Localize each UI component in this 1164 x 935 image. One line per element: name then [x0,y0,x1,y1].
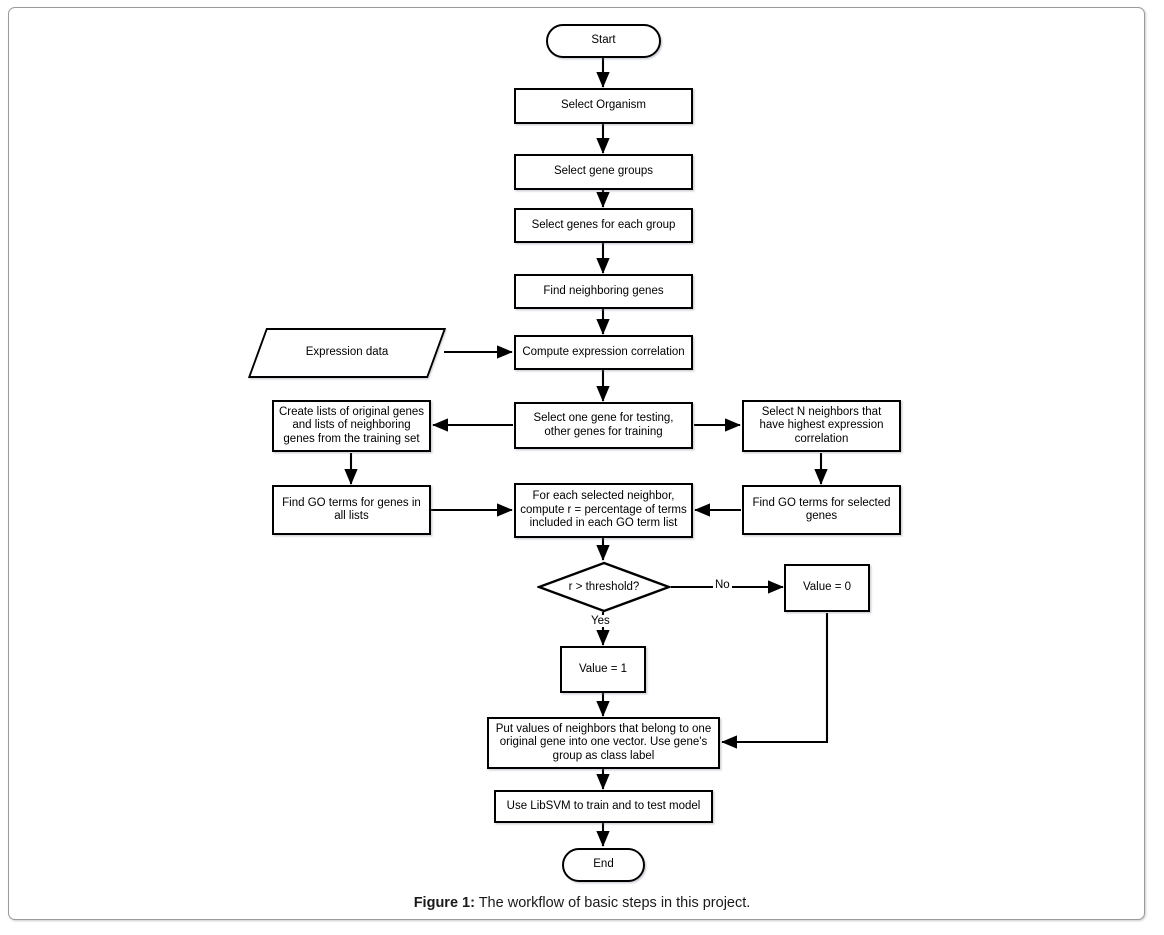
node-start[interactable]: Start [546,24,661,58]
node-select-n-neighbors[interactable]: Select N neighbors that have highest exp… [742,400,901,452]
figure-number: Figure 1: [413,895,475,911]
figure-caption-text: The workflow of basic steps in this proj… [474,895,751,911]
node-put-values-vector-label: Put values of neighbors that belong to o… [495,722,712,762]
node-find-go-terms-selected-label: Find GO terms for selected genes [752,496,891,523]
node-end-label: End [593,858,614,871]
node-start-label: Start [591,34,616,47]
node-compute-r-percentage-label: For each selected neighbor, compute r = … [520,490,687,530]
node-end[interactable]: End [562,848,645,882]
node-use-libsvm[interactable]: Use LibSVM to train and to test model [494,790,713,823]
node-find-neighboring-genes-label: Find neighboring genes [543,284,664,297]
node-select-n-neighbors-label: Select N neighbors that have highest exp… [759,405,884,445]
node-value-1-label: Value = 1 [578,662,628,675]
node-select-organism-label: Select Organism [560,99,646,112]
diamond-shape [537,561,671,613]
node-value-0[interactable]: Value = 0 [784,564,870,612]
node-create-lists[interactable]: Create lists of original genes and lists… [272,400,431,452]
node-expression-data[interactable]: Expression data [247,328,447,378]
figure-caption: Figure 1: The workflow of basic steps in… [0,895,1164,911]
edge-label-no: No [713,579,732,591]
node-compute-expression-correlation[interactable]: Compute expression correlation [514,335,693,370]
node-select-genes-each-group[interactable]: Select genes for each group [514,208,693,243]
node-select-gene-groups[interactable]: Select gene groups [514,154,693,190]
edge-label-yes: Yes [589,615,612,627]
node-find-go-terms-all-lists[interactable]: Find GO terms for genes in all lists [272,485,431,535]
node-find-neighboring-genes[interactable]: Find neighboring genes [514,274,693,309]
node-select-one-gene-label: Select one gene for testing, other genes… [533,412,674,438]
node-threshold-decision-label: r > threshold? [568,581,640,593]
node-select-one-gene[interactable]: Select one gene for testing, other genes… [514,402,693,449]
node-compute-r-percentage[interactable]: For each selected neighbor, compute r = … [514,483,693,538]
node-compute-expression-correlation-label: Compute expression correlation [522,345,685,358]
node-value-0-label: Value = 0 [802,581,852,594]
node-find-go-terms-selected[interactable]: Find GO terms for selected genes [742,485,901,535]
node-select-genes-each-group-label: Select genes for each group [531,218,676,231]
node-expression-data-label: Expression data [305,346,389,359]
node-threshold-decision[interactable]: r > threshold? [537,561,671,613]
node-value-1[interactable]: Value = 1 [560,646,646,693]
node-select-gene-groups-label: Select gene groups [553,165,654,178]
node-put-values-vector[interactable]: Put values of neighbors that belong to o… [487,717,720,769]
node-use-libsvm-label: Use LibSVM to train and to test model [506,799,701,812]
node-select-organism[interactable]: Select Organism [514,88,693,124]
node-create-lists-label: Create lists of original genes and lists… [278,405,425,445]
node-find-go-terms-all-lists-label: Find GO terms for genes in all lists [282,496,421,523]
